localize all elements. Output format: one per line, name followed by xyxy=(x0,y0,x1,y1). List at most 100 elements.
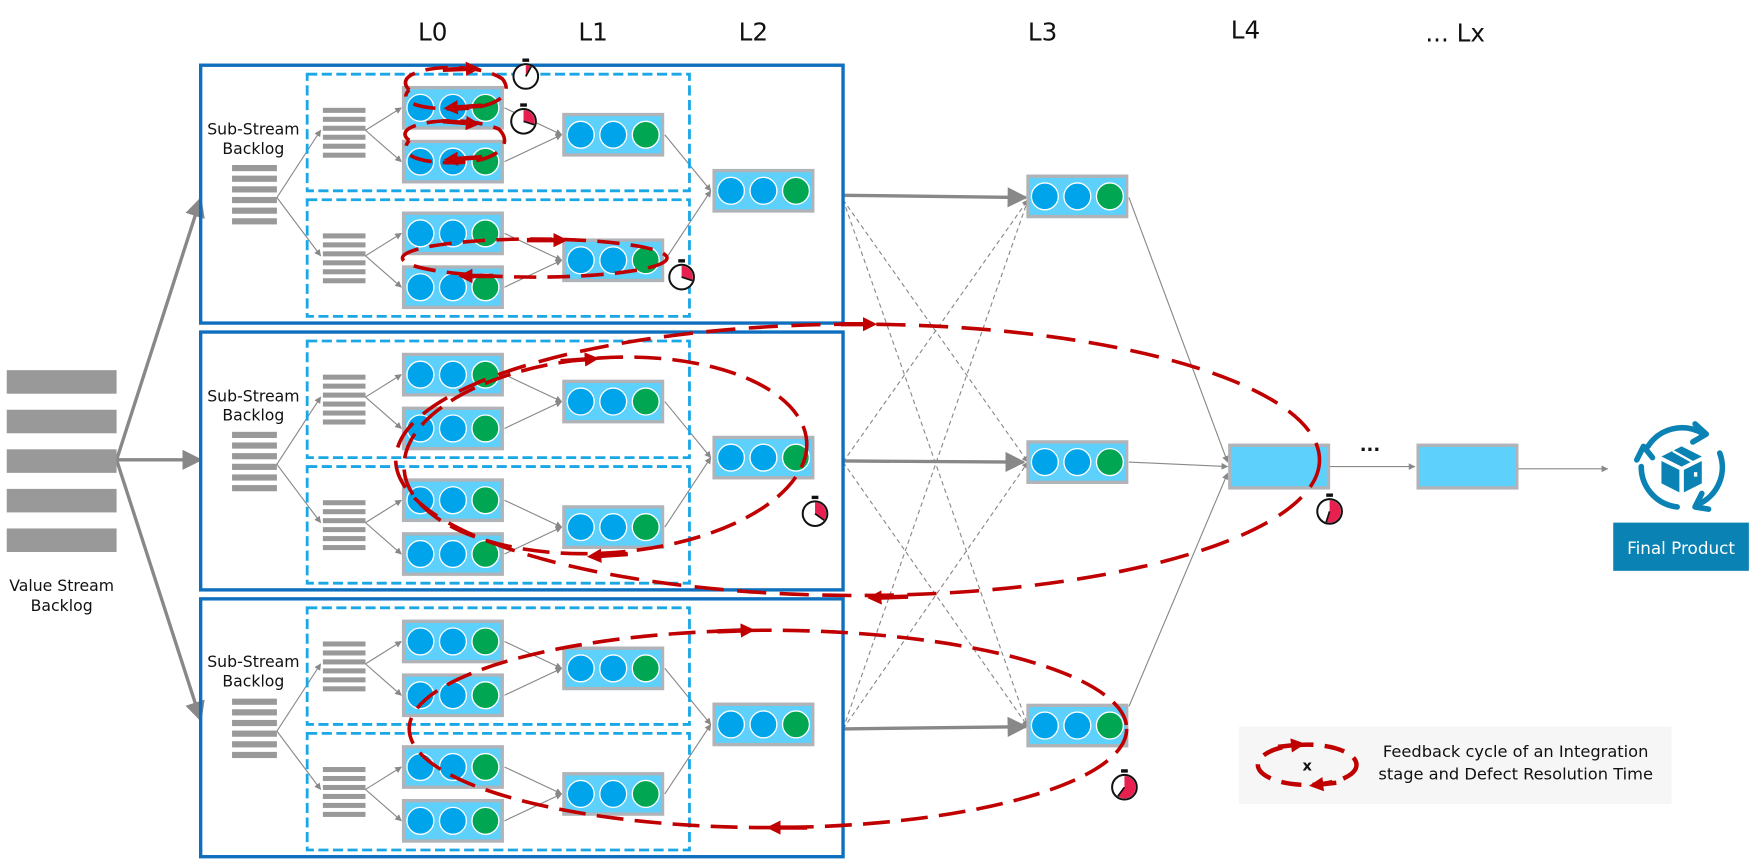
substream-to-team-arrow xyxy=(276,396,322,465)
work-item xyxy=(716,443,746,472)
backlog-item xyxy=(232,442,277,449)
substream-to-team-arrow xyxy=(276,197,322,257)
work-item xyxy=(438,806,468,835)
l2-to-l3-main-arrow xyxy=(843,451,1026,473)
done-work-item xyxy=(471,219,500,248)
stopwatch-crown xyxy=(678,259,685,263)
backlog-item xyxy=(322,536,366,542)
backlog-item xyxy=(322,527,366,533)
backlog-item xyxy=(322,784,366,791)
work-item xyxy=(566,246,595,275)
l3-to-l4-arrow xyxy=(1128,472,1229,707)
level-headers: L0 L1 L2 L3 L4 ... Lx xyxy=(418,15,1485,47)
l0-queue xyxy=(401,478,504,523)
stopwatch-hand xyxy=(523,120,535,126)
backlog-item xyxy=(322,793,366,799)
done-work-item xyxy=(471,486,500,515)
feedback-direction-arrow xyxy=(443,151,483,167)
sub-stream-2-label-1: Sub-Stream xyxy=(207,387,299,406)
team-to-l0-arrow xyxy=(365,129,402,163)
stopwatch-elapsed xyxy=(681,265,693,281)
stopwatch-elapsed xyxy=(523,110,535,125)
stopwatch-crown xyxy=(811,495,819,500)
l0-queue xyxy=(401,798,504,843)
team-to-l0-arrow xyxy=(365,663,402,696)
sub-stream-backlog-2 xyxy=(232,431,277,492)
work-item xyxy=(566,779,595,809)
l3-to-l4-arrow xyxy=(1128,197,1229,463)
work-item xyxy=(438,360,468,389)
backlog-item xyxy=(322,545,366,551)
level-label-l4: L4 xyxy=(1231,15,1260,44)
level-label-lx: ... Lx xyxy=(1425,19,1485,48)
l2-queue xyxy=(712,168,815,213)
backlog-item xyxy=(232,474,277,481)
backlog-item xyxy=(322,134,366,140)
stopwatch-elapsed xyxy=(1117,775,1136,799)
feedback-direction-arrow xyxy=(442,115,481,131)
stopwatch-elapsed xyxy=(1326,500,1341,523)
l0-to-l1-arrow xyxy=(504,499,563,528)
level-label-l0: L0 xyxy=(418,18,447,47)
done-work-item xyxy=(781,710,811,739)
backlog-item xyxy=(232,485,277,492)
l1-to-l2-arrow xyxy=(664,723,712,795)
stopwatch-icon xyxy=(512,58,540,90)
work-item xyxy=(438,219,468,248)
work-item xyxy=(438,539,468,569)
work-item xyxy=(1030,182,1059,211)
stopwatch-crown xyxy=(1326,493,1333,497)
team-to-l0-arrow xyxy=(365,255,402,288)
backlog-item xyxy=(322,686,366,692)
work-item xyxy=(406,539,435,569)
team-backlog xyxy=(322,233,366,284)
backlog-item xyxy=(322,233,366,239)
done-work-item xyxy=(631,779,660,809)
l0-to-l1-arrow xyxy=(504,134,563,163)
l2-queue xyxy=(712,435,815,480)
backlog-item xyxy=(232,431,277,438)
work-item xyxy=(599,246,628,275)
l0-queue xyxy=(401,619,504,664)
stopwatch-icon xyxy=(668,259,695,291)
work-item xyxy=(406,219,435,248)
l0-queue xyxy=(401,352,504,397)
work-item xyxy=(1063,182,1092,211)
legend-text-line2: stage and Defect Resolution Time xyxy=(1378,764,1653,783)
substream-to-team-arrow xyxy=(276,463,322,524)
team-backlog xyxy=(322,500,366,551)
l1-to-l2-arrow xyxy=(664,457,712,528)
team-to-l0-arrow xyxy=(365,107,402,131)
backlog-item xyxy=(232,186,277,193)
backlog-item xyxy=(232,751,277,759)
stopwatch-hand xyxy=(1117,786,1126,797)
l0-queue xyxy=(401,139,504,184)
team-boundary xyxy=(305,339,691,460)
work-item xyxy=(406,806,435,835)
backlog-item xyxy=(6,409,117,434)
work-item xyxy=(438,681,468,710)
sub-stream-2-label-2: Backlog xyxy=(222,406,284,425)
backlog-item xyxy=(232,698,277,705)
l2-to-l3-cross-link xyxy=(842,461,1029,730)
stopwatch-crown xyxy=(522,58,530,62)
legend-text-line1: Feedback cycle of an Integration xyxy=(1383,742,1649,761)
backlog-item xyxy=(232,463,277,470)
team-to-l0-arrow xyxy=(365,232,402,257)
work-item xyxy=(599,779,628,809)
backlog-item xyxy=(322,107,366,113)
sub-stream-1-label-2: Backlog xyxy=(222,139,284,158)
l0-to-l1-arrow xyxy=(504,667,563,696)
backlog-item xyxy=(322,641,366,647)
feedback-direction-arrow xyxy=(442,61,481,77)
l1-queue xyxy=(562,379,665,424)
backlog-item xyxy=(6,370,117,394)
level-label-l2: L2 xyxy=(739,18,768,47)
l0-queue xyxy=(401,406,504,451)
backlog-item xyxy=(322,410,366,416)
sub-stream-3-label-2: Backlog xyxy=(222,671,284,690)
backlog-item xyxy=(322,260,366,266)
work-item xyxy=(566,512,595,542)
product-cycle-icon xyxy=(1633,421,1726,512)
feedback-cycle-legend-icon xyxy=(1255,738,1359,792)
